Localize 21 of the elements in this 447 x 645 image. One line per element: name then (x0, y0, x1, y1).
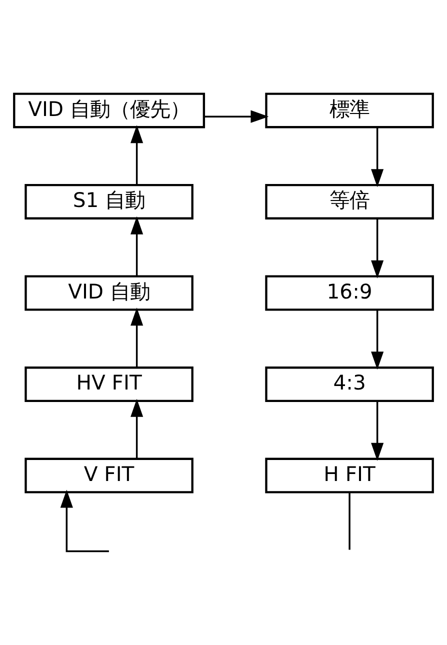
arrow (204, 110, 269, 123)
arrow (371, 401, 384, 461)
node-box: 標準 (265, 92, 434, 128)
arrow (130, 308, 144, 368)
node-box: S1 自動 (24, 184, 194, 220)
arrow (60, 490, 109, 552)
arrow (371, 310, 384, 370)
arrow (371, 127, 384, 188)
node-box: V FIT (24, 458, 194, 494)
arrow (130, 216, 144, 276)
node-box: VID 自動（優先） (13, 92, 206, 128)
node-box: 4:3 (265, 366, 434, 402)
arrow (130, 125, 144, 185)
node-box: 等倍 (265, 184, 434, 220)
connector (348, 492, 350, 550)
node-box: 16:9 (265, 275, 434, 311)
node-box: H FIT (265, 458, 434, 494)
arrow (130, 398, 144, 459)
arrow (371, 218, 384, 278)
node-box: VID 自動 (24, 275, 194, 311)
node-box: HV FIT (24, 366, 194, 402)
